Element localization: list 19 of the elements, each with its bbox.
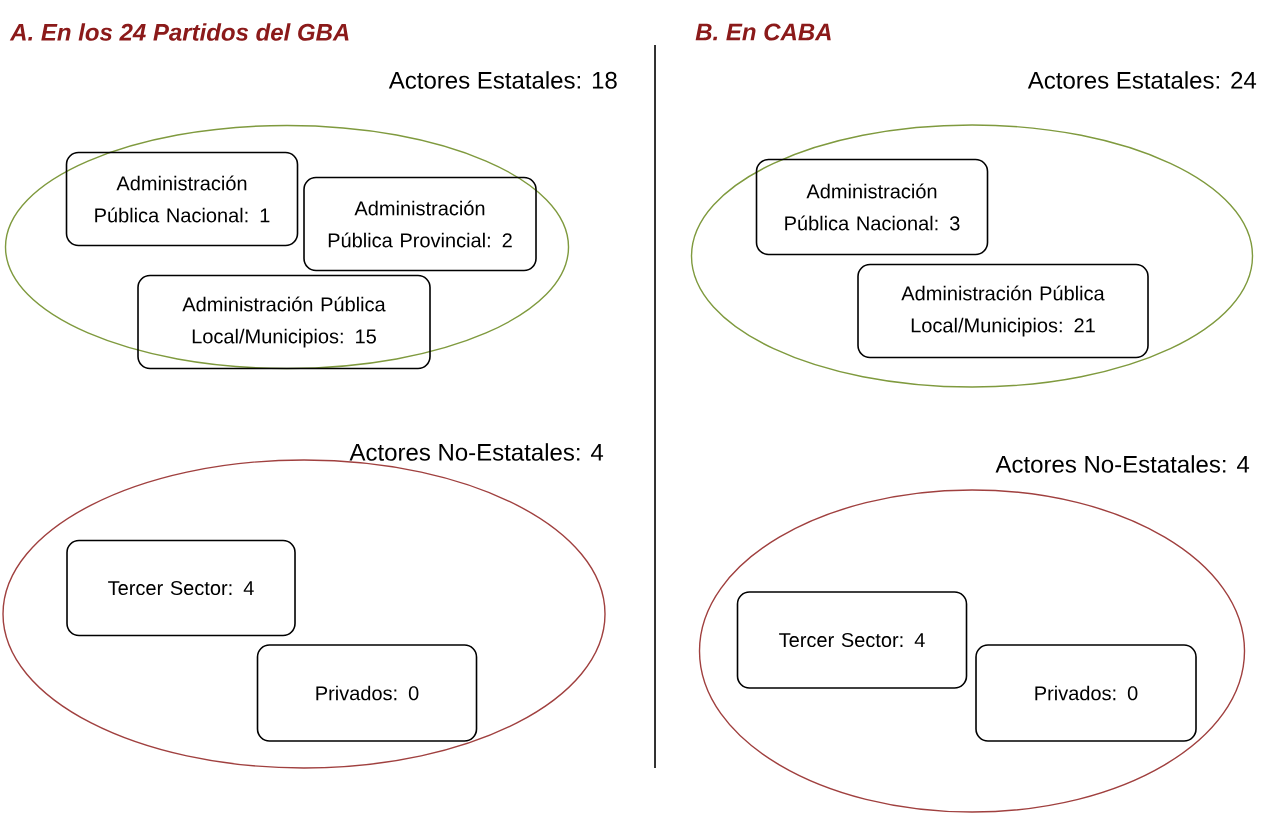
group-heading: Actores Estatales: 24 <box>1027 71 1257 89</box>
group-ellipse <box>2 459 606 769</box>
group-ellipse <box>698 489 1246 813</box>
category-box: Tercer Sector: 4 <box>66 539 296 637</box>
category-box: Administración Pública Nacional: 1 <box>65 151 299 247</box>
section-title: A. En los 24 Partidos del GBA <box>9 23 349 41</box>
section-title: B. En CABA <box>695 23 831 41</box>
group-ellipse <box>4 124 570 370</box>
category-box: Tercer Sector: 4 <box>736 591 968 689</box>
category-box: Administración Pública Nacional: 3 <box>755 158 989 256</box>
category-box: Privados: 0 <box>975 644 1197 742</box>
group-heading: Actores No-Estatales: 4 <box>995 455 1250 473</box>
group-ellipse <box>690 124 1254 388</box>
category-box: Administración Pública Provincial: 2 <box>303 176 537 272</box>
group-heading: Actores Estatales: 18 <box>388 71 617 89</box>
category-box: Privados: 0 <box>256 644 478 742</box>
category-box: Administración Pública Local/Municipios: 15 <box>137 274 431 370</box>
group-heading: Actores No-Estatales: 4 <box>349 443 604 461</box>
category-box: Administración Pública Local/Municipios: 21 <box>857 263 1149 359</box>
